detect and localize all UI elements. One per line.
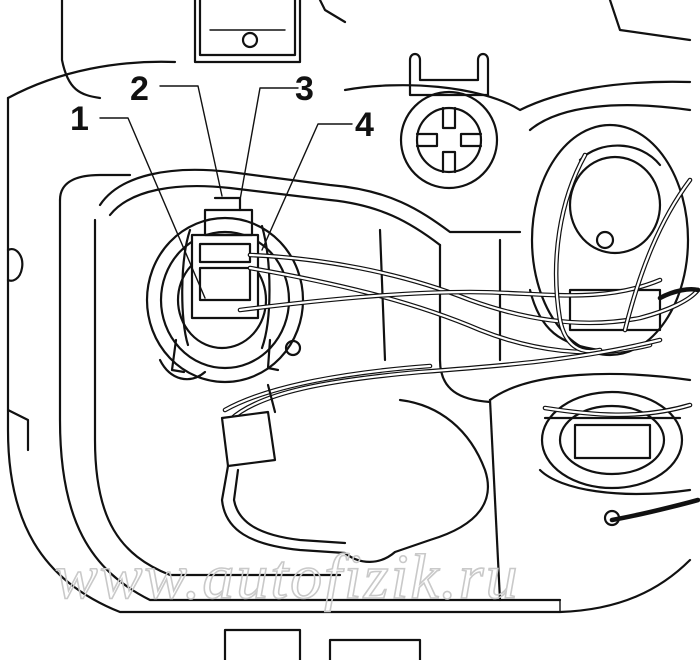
leader-lines: [99, 85, 353, 299]
lower-cable-duct: [220, 383, 490, 563]
top-mounting-tab: [60, 0, 347, 100]
upper-right-contour: [343, 0, 692, 132]
leader-line-2: [159, 85, 223, 197]
watermark-text: www.autofizik.ru: [55, 541, 520, 612]
main-bulb-holder: [145, 216, 305, 384]
callout-4: 4: [355, 106, 374, 144]
leader-line-3: [239, 87, 299, 201]
connector-plug: [170, 196, 280, 374]
callout-3: 3: [295, 70, 314, 108]
callout-labels: 1 2 3 4: [70, 70, 374, 144]
wiring-harness: [222, 152, 700, 523]
upper-bulb-socket: [399, 52, 499, 190]
callout-2: 2: [130, 70, 149, 108]
right-lower-bulb-socket: [488, 372, 692, 602]
inner-panel: [93, 168, 522, 577]
leader-line-1: [99, 117, 206, 299]
bottom-tabs: [223, 628, 422, 660]
lamp-housing: [6, 60, 692, 614]
leader-line-4: [261, 123, 353, 251]
callout-1: 1: [70, 100, 89, 138]
